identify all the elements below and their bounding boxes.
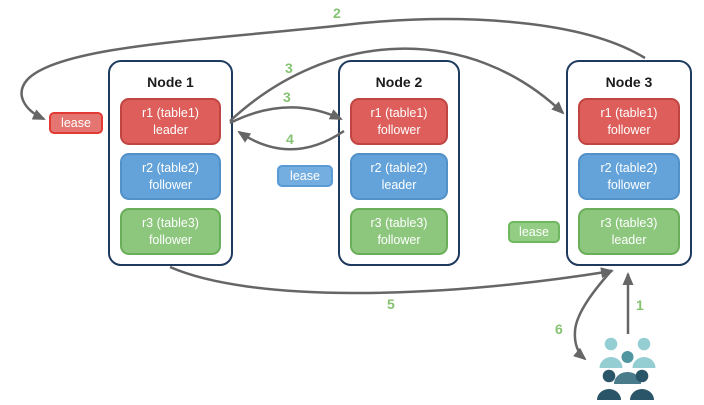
lease-badge-green: lease [508, 221, 560, 243]
replica-name: r3 (table3) [600, 216, 658, 231]
node-2-title: Node 2 [375, 74, 423, 90]
replica-role: follower [148, 232, 193, 247]
step-label-5: 5 [387, 296, 395, 312]
user-back-left [599, 337, 623, 368]
node-1-replica-r2: r2 (table2) follower [120, 153, 221, 200]
node-2-replica-r3: r3 (table3) follower [350, 208, 448, 255]
replica-name: r2 (table2) [370, 161, 428, 176]
step-label-4: 4 [286, 131, 294, 147]
step-label-2: 2 [333, 5, 341, 21]
lease-badge-red: lease [49, 112, 103, 134]
node-1-replica-r1: r1 (table1) leader [120, 98, 221, 145]
step-label-3-top: 3 [285, 60, 293, 76]
replica-name: r3 (table3) [370, 216, 428, 231]
replica-name: r1 (table1) [370, 106, 428, 121]
node-3: Node 3 r1 (table1) follower r2 (table2) … [566, 60, 692, 266]
replica-role: leader [611, 232, 647, 247]
replica-name: r1 (table1) [600, 106, 658, 121]
step-label-3-mid: 3 [283, 89, 291, 105]
replica-name: r2 (table2) [142, 161, 199, 176]
node-1-title: Node 1 [147, 74, 194, 90]
replica-name: r3 (table3) [142, 216, 199, 231]
replica-role: follower [607, 122, 651, 137]
user-front-right [630, 369, 654, 400]
replica-name: r1 (table1) [142, 106, 199, 121]
replica-role: leader [381, 177, 417, 192]
arrow-6-node3-to-users [573, 269, 613, 361]
node-1: Node 1 r1 (table1) leader r2 (table2) fo… [108, 60, 233, 266]
replica-role: follower [377, 122, 421, 137]
node-2-replica-r1: r1 (table1) follower [350, 98, 448, 145]
lease-badge-blue: lease [277, 165, 333, 187]
user-front-left [597, 369, 621, 400]
node-2: Node 2 r1 (table1) follower r2 (table2) … [338, 60, 460, 266]
node-1-replica-r3: r3 (table3) follower [120, 208, 221, 255]
replica-name: r2 (table2) [600, 161, 658, 176]
user-middle [614, 351, 641, 384]
step-label-6: 6 [555, 321, 563, 337]
node-3-title: Node 3 [605, 74, 653, 90]
replica-role: follower [607, 177, 651, 192]
arrow-5-node1-to-node3 [169, 265, 614, 295]
replica-role: follower [148, 177, 193, 192]
user-back-right [632, 337, 656, 368]
node-3-replica-r1: r1 (table1) follower [578, 98, 680, 145]
step-label-1: 1 [636, 297, 644, 313]
arrow-3-node1-to-node2 [229, 106, 343, 125]
node-3-replica-r2: r2 (table2) follower [578, 153, 680, 200]
replica-role: leader [153, 122, 188, 137]
node-3-replica-r3: r3 (table3) leader [578, 208, 680, 255]
node-2-replica-r2: r2 (table2) leader [350, 153, 448, 200]
replica-role: follower [377, 232, 421, 247]
